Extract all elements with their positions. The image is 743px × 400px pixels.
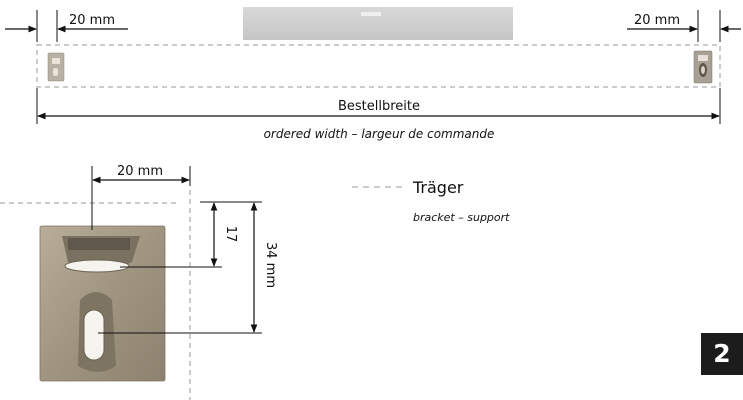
left-offset-dimension: 20 mm	[5, 10, 128, 42]
ordered-width-label-en-fr: ordered width – largeur de commande	[264, 127, 495, 141]
bracket-detail	[39, 225, 166, 382]
headrail-clip	[361, 12, 381, 16]
right-offset-dimension: 20 mm	[627, 10, 741, 42]
ordered-width-dimension: Bestellbreite ordered width – largeur de…	[36, 88, 721, 141]
headrail	[243, 7, 513, 40]
detail-view: 20 mm 17 34 mm	[0, 164, 278, 400]
ordered-width-frame	[36, 44, 721, 88]
legend: Träger bracket – support	[352, 178, 510, 224]
dim-17-label: 17	[223, 226, 238, 243]
right-bracket-small	[693, 50, 713, 84]
bracket-width-dimension: 20 mm	[91, 164, 191, 230]
top-view: 20 mm 20 mm Bestellbreite ordered width …	[5, 7, 741, 141]
right-offset-label: 20 mm	[634, 13, 680, 28]
left-bracket-small	[47, 52, 65, 82]
dim-34-label: 34 mm	[263, 242, 278, 288]
legend-title: Träger	[412, 178, 464, 197]
left-offset-label: 20 mm	[69, 13, 115, 28]
page-number-badge: 2	[701, 333, 743, 375]
ordered-width-label-de: Bestellbreite	[338, 99, 420, 114]
bracket-height-dimensions: 17 34 mm	[98, 201, 278, 334]
bracket-width-label: 20 mm	[117, 164, 163, 179]
legend-subtitle: bracket – support	[413, 211, 510, 224]
